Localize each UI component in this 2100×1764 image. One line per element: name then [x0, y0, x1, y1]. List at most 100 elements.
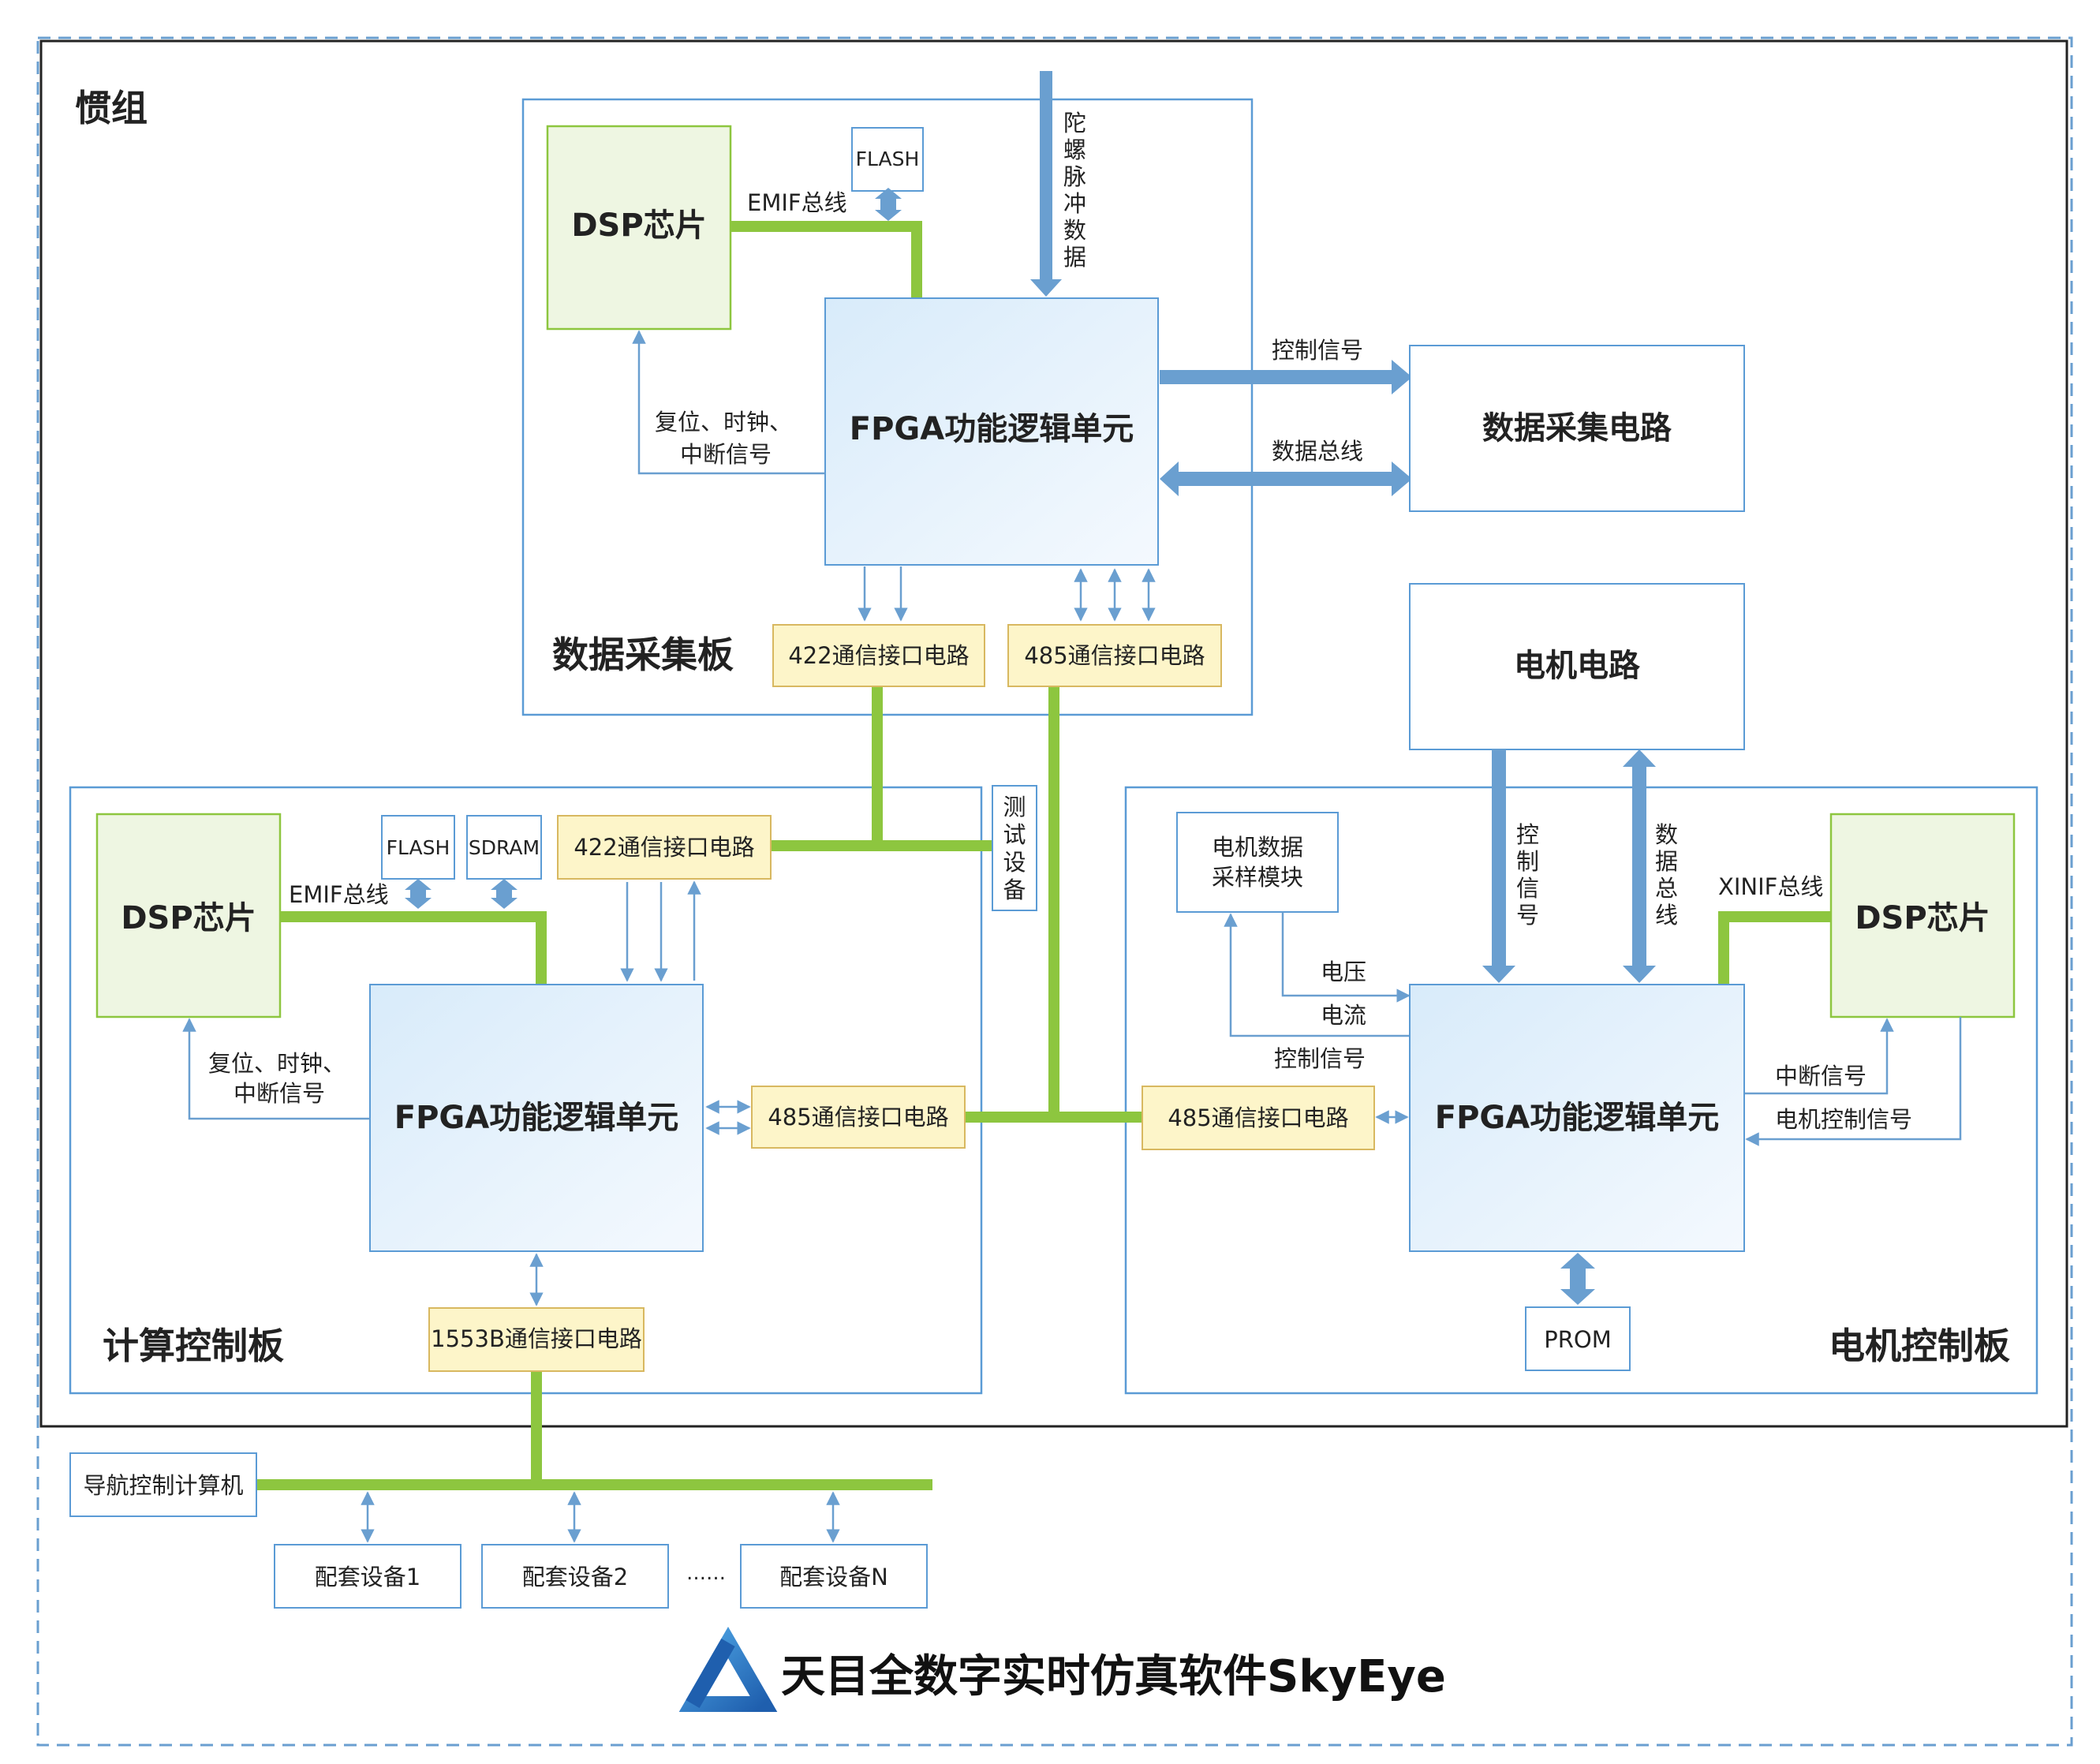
compute-if422 — [557, 815, 772, 880]
data-acq-reset-label-2: 中断信号 — [680, 441, 772, 468]
data-acq-databus-arrow — [1160, 462, 1412, 496]
svg-text:冲: 冲 — [1063, 190, 1086, 217]
motor-interrupt-label: 中断信号 — [1775, 1063, 1866, 1089]
motor-board-frame — [1124, 786, 2038, 1395]
bus-422-link — [766, 681, 883, 851]
compute-reset-label-2: 中断信号 — [234, 1080, 325, 1107]
compute-flash-arrow — [405, 879, 432, 909]
svg-text:数: 数 — [1063, 217, 1086, 244]
compute-emif-bus — [275, 911, 547, 989]
svg-text:据: 据 — [1655, 848, 1678, 875]
motor-circuit-label: 电机电路 — [1514, 648, 1641, 684]
svg-text:总: 总 — [1655, 875, 1678, 902]
outer-dashed-frame — [36, 36, 2073, 1747]
compute-sdram-arrow — [491, 879, 518, 909]
data-acq-dsp-chip — [546, 125, 732, 331]
data-acq-board-frame — [521, 98, 1254, 716]
motor-voltage-label: 电压 — [1321, 959, 1366, 985]
footer-title: 天目全数字实时仿真软件SkyEye — [781, 1651, 1446, 1702]
deviceN-label: 配套设备N — [779, 1564, 888, 1590]
data-acq-flash-arrow — [875, 188, 902, 221]
motor-interrupt-line — [1745, 1018, 1894, 1095]
svg-text:线: 线 — [1655, 902, 1678, 929]
data-acq-fpga — [824, 297, 1159, 566]
motor-prom-arrow — [1560, 1253, 1595, 1305]
motor-sampler-label-2: 采样模块 — [1212, 864, 1303, 891]
motor-voltage-line — [1281, 912, 1411, 1003]
svg-text:测: 测 — [1003, 794, 1026, 820]
compute-emif-label: EMIF总线 — [289, 881, 389, 908]
device2 — [481, 1544, 669, 1609]
motor-databus-arrow — [1623, 749, 1656, 983]
data-acq-board-label: 数据采集板 — [552, 633, 734, 676]
motor-board-label: 电机控制板 — [1829, 1325, 2010, 1367]
gyro-data-label: 陀 螺 脉 冲 数 据 — [1063, 110, 1086, 271]
svg-text:号: 号 — [1516, 902, 1539, 929]
svg-text:控: 控 — [1516, 821, 1539, 848]
data-acq-reset-line — [632, 330, 825, 475]
motor-fpga — [1409, 984, 1745, 1252]
compute-dsp-chip — [95, 813, 282, 1018]
inertial-group-label: 惯组 — [75, 87, 148, 129]
motor-fpga-label: FPGA功能逻辑单元 — [1435, 1100, 1719, 1136]
motor-bus-vertical-label: 数 据 总 线 — [1655, 821, 1678, 929]
compute-fpga — [369, 984, 704, 1252]
data-acq-if422 — [772, 624, 985, 687]
compute-board-frame — [69, 786, 983, 1395]
compute-flash-label: FLASH — [387, 836, 450, 859]
motor-ctrl-to-sampler-line — [1224, 913, 1410, 1037]
motor-sampler — [1176, 812, 1339, 913]
data-acq-emif-bus — [726, 221, 922, 303]
compute-reset-label-1: 复位、时钟、 — [208, 1050, 346, 1077]
motor-ctrl-signal-label: 控制信号 — [1274, 1045, 1366, 1072]
data-acq-databus-label: 数据总线 — [1272, 438, 1363, 465]
data-acq-ctrl-label: 控制信号 — [1272, 337, 1363, 364]
data-acq-if485 — [1007, 624, 1222, 687]
skyeye-logo-icon — [678, 1626, 778, 1712]
compute-if485-label: 485通信接口电路 — [768, 1104, 948, 1131]
compute-fpga-label: FPGA功能逻辑单元 — [394, 1100, 678, 1136]
deviceN — [740, 1544, 928, 1609]
device1 — [274, 1544, 461, 1609]
compute-if485 — [751, 1086, 966, 1149]
motor-xinif-bus — [1718, 911, 1836, 989]
svg-text:螺: 螺 — [1063, 136, 1086, 163]
motor-if485-label: 485通信接口电路 — [1168, 1104, 1348, 1131]
svg-text:试: 试 — [1003, 821, 1026, 848]
data-acq-reset-label-1: 复位、时钟、 — [655, 409, 792, 435]
compute-dsp-label: DSP芯片 — [121, 900, 256, 936]
svg-text:数: 数 — [1655, 821, 1678, 848]
compute-sdram — [466, 815, 542, 880]
compute-reset-line — [182, 1018, 370, 1120]
motor-circuit — [1409, 583, 1745, 750]
motor-if485 — [1142, 1086, 1375, 1150]
compute-if1553-label: 1553B通信接口电路 — [431, 1325, 642, 1352]
compute-board-label: 计算控制板 — [103, 1325, 284, 1367]
motor-ctrl-vertical-label: 控 制 信 号 — [1516, 821, 1539, 929]
motor-prom-label: PROM — [1544, 1326, 1612, 1353]
svg-text:制: 制 — [1516, 848, 1539, 875]
nav-computer — [69, 1452, 257, 1517]
device2-label: 配套设备2 — [522, 1564, 628, 1590]
data-acq-if485-label: 485通信接口电路 — [1024, 642, 1205, 669]
nav-computer-label: 导航控制计算机 — [83, 1472, 243, 1499]
data-acq-dsp-label: DSP芯片 — [571, 207, 706, 244]
device1-label: 配套设备1 — [315, 1564, 420, 1590]
data-acq-flash-label: FLASH — [856, 148, 920, 170]
data-acq-emif-label: EMIF总线 — [747, 189, 847, 216]
device-ellipsis: …… — [686, 1561, 726, 1584]
data-acq-circuit — [1409, 345, 1745, 512]
compute-sdram-label: SDRAM — [469, 836, 540, 859]
compute-if1553 — [428, 1307, 645, 1372]
motor-dsp-label: DSP芯片 — [1855, 900, 1990, 936]
svg-text:设: 设 — [1003, 849, 1026, 876]
motor-xinif-label: XINIF总线 — [1718, 873, 1823, 900]
svg-text:陀: 陀 — [1063, 110, 1086, 136]
data-acq-flash — [851, 127, 924, 192]
motor-prom — [1525, 1306, 1631, 1371]
gyro-data-arrow — [1030, 71, 1062, 297]
data-acq-ctrl-arrow — [1160, 360, 1412, 394]
svg-text:脉: 脉 — [1063, 163, 1086, 190]
